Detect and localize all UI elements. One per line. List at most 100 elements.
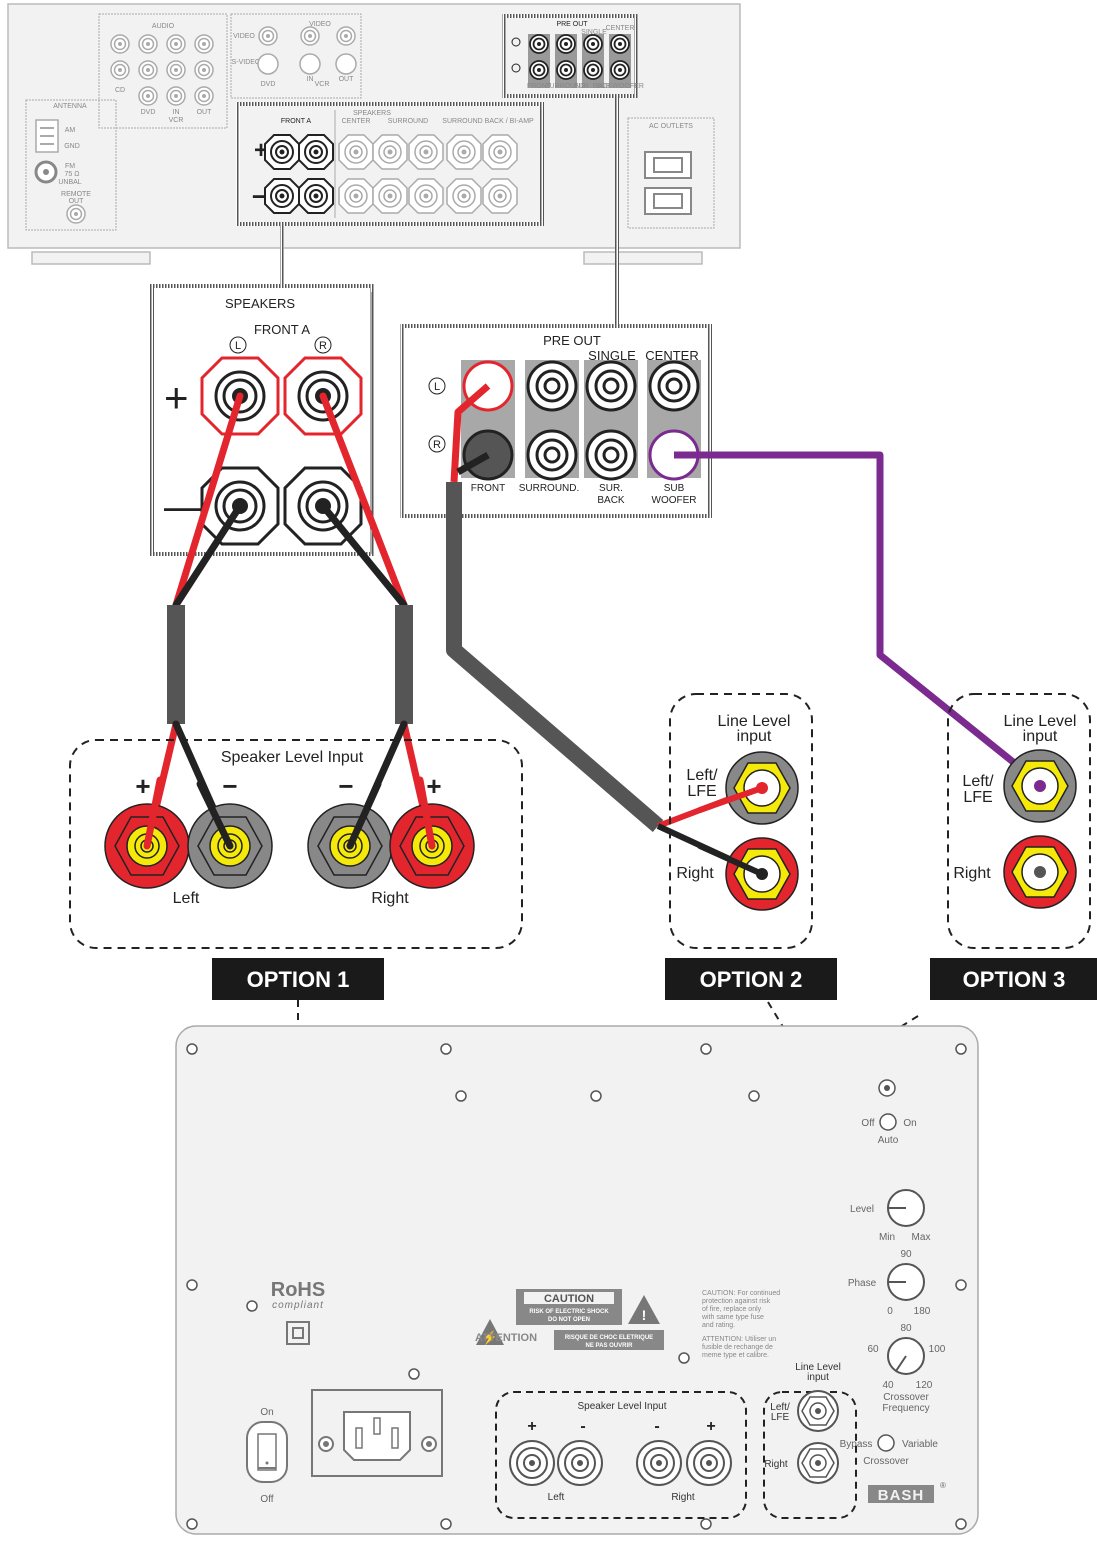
amp-right-minus-terminal[interactable] <box>636 1440 682 1486</box>
amp-left-minus-terminal[interactable] <box>557 1440 603 1486</box>
svg-text:–: – <box>252 179 268 210</box>
crossover-frequency-line1: Crossover <box>883 1392 929 1403</box>
amp-level-label: Level <box>850 1204 874 1215</box>
option3-right-jack <box>1003 835 1077 909</box>
phase-0-label: 0 <box>887 1306 893 1317</box>
svg-text:of fire, replace only: of fire, replace only <box>702 1306 762 1313</box>
preout-surround-right-jack <box>526 429 578 481</box>
svg-text:Line Level: Line Level <box>795 1362 841 1373</box>
video-dvd-label: DVD <box>261 81 276 88</box>
amp-auto-label: Auto <box>878 1135 899 1146</box>
shock-icon: ⚡ <box>482 1330 498 1346</box>
remote-out-label: OUT <box>69 198 85 205</box>
power-switch[interactable] <box>246 1421 288 1483</box>
fm-label: FM <box>65 163 75 170</box>
svg-text:Left/: Left/ <box>770 1402 790 1413</box>
option3-lfe-line1: Left/ <box>962 773 994 790</box>
amp-max-label: Max <box>912 1232 931 1243</box>
svg-text:+: + <box>706 1418 715 1435</box>
svg-text:input: input <box>807 1372 829 1383</box>
speakers-detail-title: SPEAKERS <box>225 296 295 311</box>
svg-text:Right: Right <box>764 1459 788 1470</box>
phase-knob[interactable] <box>887 1263 925 1301</box>
option1-right-plus: + <box>426 771 441 801</box>
fm-ohm-label: 75 Ω <box>65 171 80 178</box>
svg-text:Left: Left <box>548 1492 565 1503</box>
preout-front-label: FRONT <box>471 483 505 494</box>
svg-text:ATTENTION: Utiliser un: ATTENTION: Utiliser un <box>702 1336 776 1343</box>
amp-phase-label: Phase <box>848 1278 877 1289</box>
option3-badge: OPTION 3 <box>930 958 1097 1000</box>
svg-text:OPTION 3: OPTION 3 <box>963 967 1066 992</box>
unbal-label: UNBAL <box>58 179 81 186</box>
phase-180-label: 180 <box>914 1306 931 1317</box>
receiver-preout-label: PRE OUT <box>556 21 588 28</box>
svg-text:-: - <box>654 1418 659 1435</box>
option1-speaker-level-box: Speaker Level Input + − − + <box>69 739 523 949</box>
receiver-surround-po-label: SURROUND. <box>545 83 587 90</box>
preout-callout-line <box>615 96 619 324</box>
option1-right-minus: − <box>338 771 353 801</box>
preout-surround-left-jack <box>526 360 578 412</box>
ac-outlets-label: AC OUTLETS <box>649 123 693 130</box>
option1-left-minus-post <box>187 803 273 889</box>
svg-text:OPTION 2: OPTION 2 <box>700 967 803 992</box>
amp-on-label: On <box>903 1118 916 1129</box>
svg-text:DO NOT OPEN: DO NOT OPEN <box>548 1317 590 1323</box>
audio-jack-block: AUDIO CD DVD IN OUT VCR <box>98 13 228 129</box>
amp-left-plus-terminal[interactable] <box>509 1440 555 1486</box>
speakers-right-marker: R <box>319 340 327 352</box>
subwoofer-amp-panel: Off On Auto Level Min Max 90 Phase 0 180… <box>175 1025 979 1535</box>
xo-100-label: 100 <box>929 1344 946 1355</box>
receiver-sur-back-po-label: SUR. BACK <box>574 83 612 90</box>
in-label: IN <box>173 109 180 116</box>
s-video-label: S-VIDEO <box>232 59 261 66</box>
receiver-preout-block: PRE OUT SINGLE CENTER FRONT SURROUND. SU… <box>502 14 644 98</box>
amp-lfe-jack[interactable] <box>797 1390 839 1432</box>
amp-crossover-label: Crossover <box>863 1456 909 1467</box>
crossover-bypass-switch[interactable] <box>877 1434 895 1452</box>
option2-title-line2: input <box>737 728 772 745</box>
preout-right-marker: R <box>433 439 441 451</box>
receiver-sub-woofer-po-label: SUB WOOFER <box>596 83 644 90</box>
preout-left-marker: L <box>434 381 440 393</box>
video-in-label: IN <box>307 76 314 83</box>
receiver-front-a-label: FRONT A <box>281 118 312 125</box>
option1-left-label: Left <box>173 890 200 907</box>
receiver-center-label: CENTER <box>342 118 371 125</box>
preout-center-jack <box>648 360 700 412</box>
gnd-label: GND <box>64 143 80 150</box>
amp-line-level-input: Line Level input Left/ LFE Right <box>763 1362 857 1519</box>
option3-line-level-box: Line Level input Left/ LFE Right <box>947 693 1091 949</box>
phase-90-label: 90 <box>900 1249 912 1260</box>
auto-switch-knob[interactable] <box>879 1113 897 1131</box>
remote-label: REMOTE <box>61 191 91 198</box>
iec-power-inlet[interactable] <box>311 1389 443 1477</box>
cd-label: CD <box>115 87 125 94</box>
amp-right-plus-terminal[interactable] <box>686 1440 732 1486</box>
out-label: OUT <box>197 109 213 116</box>
receiver-front-po-label: FRONT <box>527 83 552 90</box>
xo-40-label: 40 <box>882 1380 894 1391</box>
video-out-label: OUT <box>339 76 355 83</box>
svg-text:OPTION 1: OPTION 1 <box>247 967 350 992</box>
option2-line-level-box: Line Level input Left/ LFE Right <box>669 693 813 949</box>
ac-outlets-block: AC OUTLETS <box>627 117 715 229</box>
video-vcr-label: VCR <box>315 81 330 88</box>
svg-text:RoHS: RoHS <box>271 1279 325 1301</box>
receiver-single-label: SINGLE <box>581 29 607 36</box>
option2-title-line1: Line Level <box>718 713 791 730</box>
amp-variable-label: Variable <box>902 1439 938 1450</box>
speakers-left-marker: L <box>235 340 241 352</box>
amp-right-line-jack[interactable] <box>797 1442 839 1484</box>
am-label: AM <box>65 127 76 134</box>
svg-text:-: - <box>580 1418 585 1435</box>
level-knob[interactable] <box>887 1189 925 1227</box>
option1-badge: OPTION 1 <box>212 958 384 1000</box>
svg-text:fusible de rechange de: fusible de rechange de <box>702 1344 773 1351</box>
option1-right-label: Right <box>371 890 409 907</box>
svg-text:and rating.: and rating. <box>702 1322 735 1329</box>
receiver-speakers-block: SPEAKERS FRONT A CENTER SURROUND SURROUN… <box>236 102 544 226</box>
crossover-frequency-knob[interactable] <box>887 1337 925 1375</box>
audio-label: AUDIO <box>152 23 175 30</box>
